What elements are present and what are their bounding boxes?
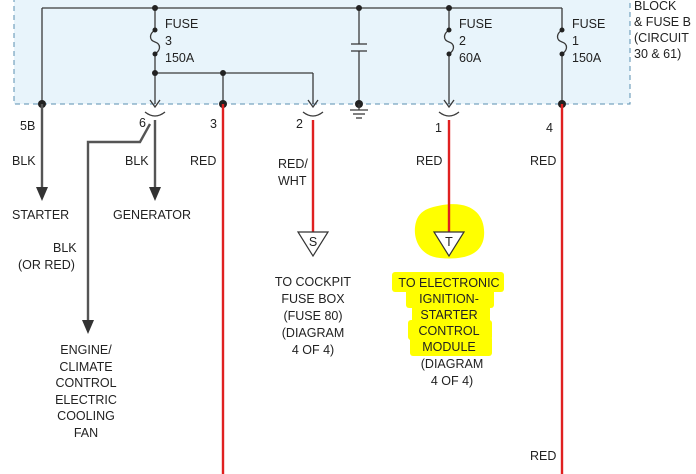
ignition-label-line: TO ELECTRONIC <box>398 276 499 290</box>
junction-dot <box>446 51 452 57</box>
pin-3-label: 3 <box>210 117 217 131</box>
fan-wire <box>86 123 152 322</box>
junction-dot <box>152 70 158 76</box>
destination-labels: STARTER GENERATOR TO COCKPIT FUSE BOX (F… <box>12 208 500 440</box>
pin-numbers: 5B 6 3 2 1 4 <box>20 116 553 135</box>
arrowheads <box>36 187 161 334</box>
fuse-2-name: FUSE <box>459 17 492 31</box>
ignition-label-line: (DIAGRAM <box>421 357 484 371</box>
fuse-2-rating: 60A <box>459 51 482 65</box>
fuse-3-label: FUSE 3 150A <box>165 17 198 65</box>
pin-1-label: 1 <box>435 121 442 135</box>
pin-2-wire-color: RED/ <box>278 157 308 171</box>
pin-2-connector <box>307 99 319 109</box>
ignition-label-line: 4 OF 4) <box>431 374 473 388</box>
ignition-label-line: IGNITION- <box>419 292 479 306</box>
internal-wiring <box>41 7 568 104</box>
fan-label-line: COOLING <box>57 409 115 423</box>
cockpit-label-line: (FUSE 80) <box>283 309 342 323</box>
ground-icon <box>350 104 368 119</box>
pin-6-connector <box>149 99 161 109</box>
block-label: BLOCK & FUSE B (CIRCUIT 30 & 61) <box>634 0 691 61</box>
black-wires <box>40 104 157 322</box>
junction-dot <box>559 27 565 33</box>
junction-dot <box>220 70 226 76</box>
connector-cups <box>144 99 460 117</box>
junction-dot <box>446 27 452 33</box>
fuse-block-box <box>13 0 631 105</box>
fan-label-line: ENGINE/ <box>60 343 112 357</box>
ignition-label-highlight-3 <box>412 304 490 324</box>
cockpit-label-line: TO COCKPIT <box>275 275 352 289</box>
fan-label-line: ELECTRIC <box>55 393 117 407</box>
fuse-2-label: FUSE 2 60A <box>459 17 492 65</box>
pin-5b-label: 5B <box>20 119 35 133</box>
pin-1-cup <box>438 111 460 117</box>
fuse-1-label: FUSE 1 150A <box>572 17 605 65</box>
fan-wire-color: (OR RED) <box>18 258 75 272</box>
junction-dot <box>446 5 452 11</box>
junction-dot <box>152 51 158 57</box>
connector-s-triangle <box>296 231 330 258</box>
pin-4-label: 4 <box>546 121 553 135</box>
fan-label-line: FAN <box>74 426 98 440</box>
fuse-3-number: 3 <box>165 34 172 48</box>
pin-2-label: 2 <box>296 117 303 131</box>
wire-color-labels: BLK BLK RED RED/ WHT RED RED RED BLK (OR… <box>12 154 556 463</box>
ignition-label-highlight-4 <box>408 320 492 340</box>
junction-dot <box>152 5 158 11</box>
ignition-label-line: STARTER <box>420 308 477 322</box>
junction-dot <box>356 5 362 11</box>
starter-label: STARTER <box>12 208 69 222</box>
fuse-3-name: FUSE <box>165 17 198 31</box>
cockpit-label-line: (DIAGRAM <box>282 326 345 340</box>
connector-t-label: T <box>445 235 453 249</box>
fan-wire-color: BLK <box>53 241 77 255</box>
starter-wire-color: BLK <box>12 154 36 168</box>
fan-arrow-icon <box>82 320 94 334</box>
ignition-label-line: MODULE <box>422 340 475 354</box>
fuse-1-name: FUSE <box>572 17 605 31</box>
pin-4-wire-color: RED <box>530 154 556 168</box>
fuse-1-rating: 150A <box>572 51 602 65</box>
pin-2-wire-color: WHT <box>278 174 307 188</box>
red-wires <box>221 104 564 474</box>
junction-dot <box>559 51 565 57</box>
ignition-label-highlight-2 <box>406 288 494 308</box>
pin-2-cup <box>302 111 324 117</box>
generator-wire-color: BLK <box>125 154 149 168</box>
generator-arrow-icon <box>149 187 161 201</box>
pin-6-cup <box>144 111 166 117</box>
cockpit-label-line: FUSE BOX <box>281 292 345 306</box>
block-label-line: (CIRCUIT <box>634 31 689 45</box>
starter-arrow-icon <box>36 187 48 201</box>
fuse-3-rating: 150A <box>165 51 195 65</box>
fan-label-line: CLIMATE <box>59 360 112 374</box>
pin-1-wire-color: RED <box>416 154 442 168</box>
ignition-label-line: CONTROL <box>418 324 479 338</box>
generator-label: GENERATOR <box>113 208 191 222</box>
pin-4-bottom-wire-color: RED <box>530 449 556 463</box>
connector-t: T <box>432 231 466 258</box>
connector-s: S <box>296 231 330 258</box>
ignition-label-highlight-5 <box>410 336 492 356</box>
pin-3-wire-color: RED <box>190 154 216 168</box>
fan-label-line: CONTROL <box>55 376 116 390</box>
junction-dots <box>38 5 566 108</box>
pin-6-label: 6 <box>139 116 146 130</box>
block-label-line: BLOCK <box>634 0 677 13</box>
block-label-line: 30 & 61) <box>634 47 681 61</box>
block-label-line: & FUSE B <box>634 15 691 29</box>
ignition-label-highlight-1 <box>392 272 504 292</box>
connector-t-triangle <box>432 231 466 258</box>
pin-1-connector <box>443 99 455 109</box>
junction-dot <box>152 27 158 33</box>
fuse-2-number: 2 <box>459 34 466 48</box>
cockpit-label-line: 4 OF 4) <box>292 343 334 357</box>
fuse-1-number: 1 <box>572 34 579 48</box>
connector-s-label: S <box>309 235 317 249</box>
